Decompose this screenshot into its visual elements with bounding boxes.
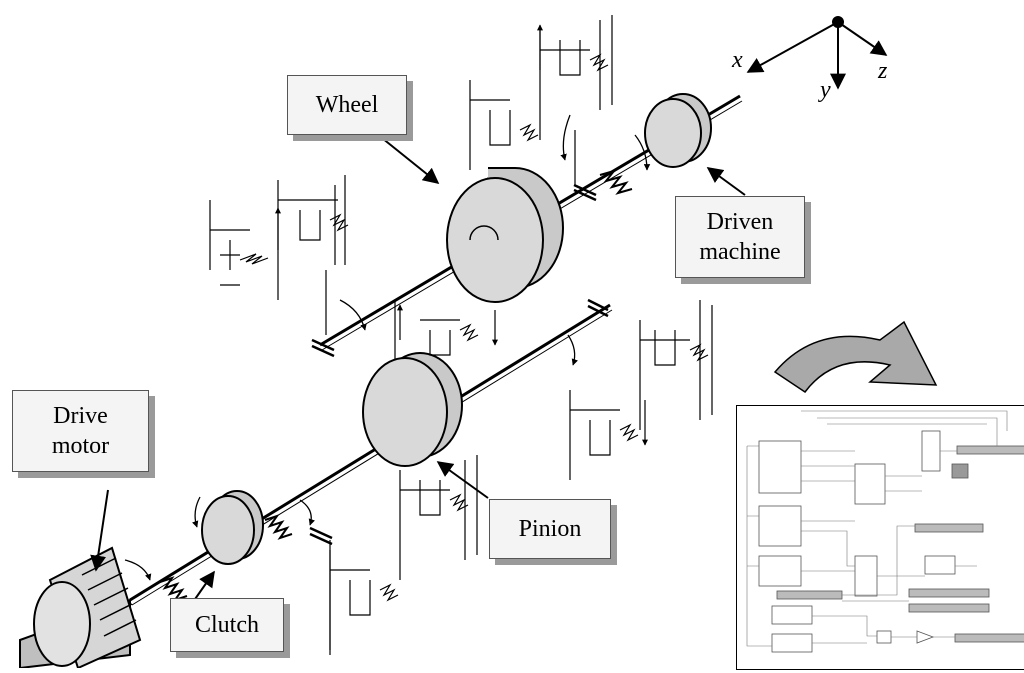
pinion-label: Pinion: [489, 499, 611, 559]
transform-arrow: [773, 320, 938, 394]
rotation-arrows: [124, 114, 651, 581]
clutch-body: [201, 490, 264, 565]
x-axis-label: x: [732, 47, 743, 73]
driven-machine-label: Driven machine: [675, 196, 805, 278]
coordinate-frame: [746, 16, 888, 90]
z-axis-label: z: [878, 58, 888, 84]
wheel-label: Wheel: [287, 75, 407, 135]
wheel-body: [446, 167, 564, 303]
support-elements: [209, 15, 713, 655]
drive-motor-body: [19, 546, 142, 670]
drive-motor-label: Drive motor: [12, 390, 149, 472]
block-diagram: [746, 410, 1024, 653]
y-axis-label: y: [820, 77, 831, 103]
pinion-body: [362, 352, 463, 467]
pinion-shaft: [129, 298, 613, 606]
driven-machine-body: [644, 93, 712, 168]
clutch-label: Clutch: [170, 598, 284, 652]
block-diagram-screenshot: [736, 405, 1024, 670]
